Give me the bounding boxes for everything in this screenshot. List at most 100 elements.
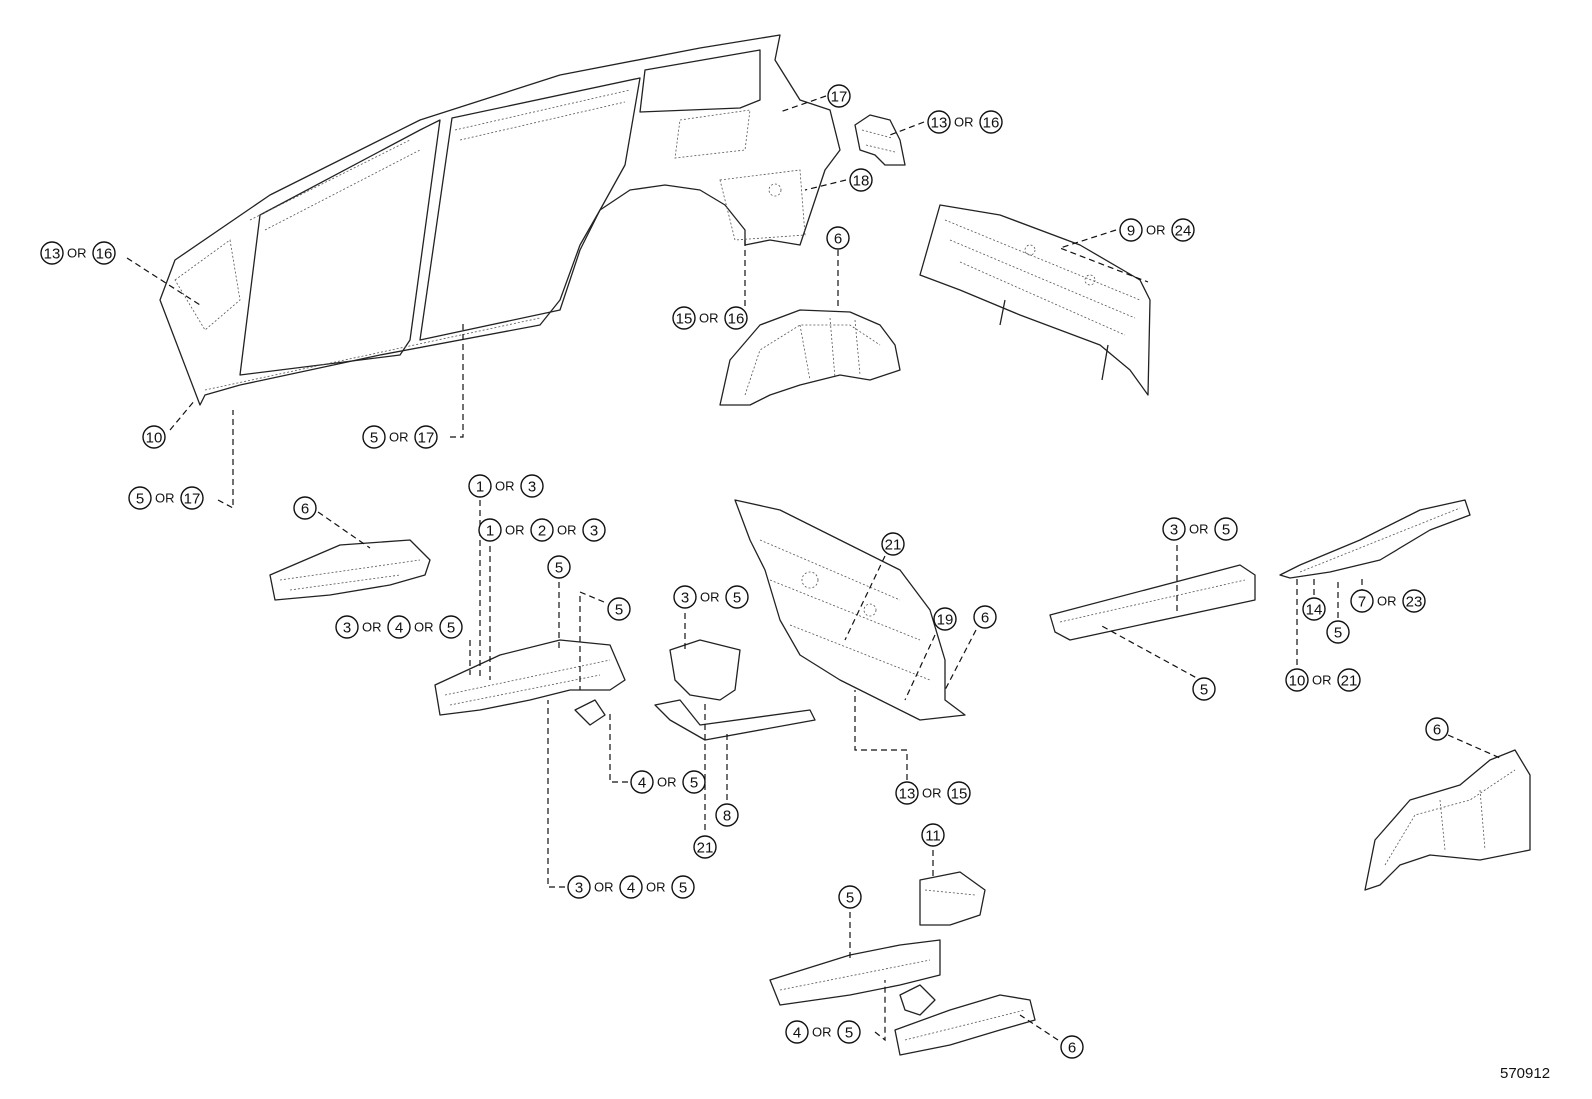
callout-circle	[582, 518, 606, 542]
callout-number: 15	[951, 786, 968, 803]
callout-circle	[40, 241, 64, 265]
callout-number: 1	[476, 479, 484, 496]
callout-number: 24	[1175, 223, 1192, 240]
callout-circle	[826, 226, 850, 250]
callout-number: 21	[1341, 673, 1358, 690]
callout-c-13-15: 13 OR 15	[895, 781, 971, 805]
callout-number: 4	[793, 1025, 801, 1042]
callout-number: 6	[301, 501, 309, 518]
callout-or-text: OR	[389, 430, 409, 445]
front-upper-bracket	[919, 871, 986, 926]
front-frame-lower	[894, 994, 1036, 1056]
quarter-upper-bracket	[854, 114, 906, 166]
callout-circle	[180, 486, 204, 510]
callout-number: 19	[937, 612, 954, 629]
callout-number: 13	[931, 115, 948, 132]
callout-number: 17	[418, 430, 435, 447]
callout-c-21-dash: 21	[881, 532, 905, 556]
callout-number: 10	[146, 430, 163, 447]
callout-c-6-bottom: 6	[1060, 1035, 1084, 1059]
callout-circle	[387, 615, 411, 639]
callout-or-text: OR	[646, 880, 666, 895]
callout-number: 13	[44, 246, 61, 263]
callout-number: 5	[370, 430, 378, 447]
callout-circle	[827, 84, 851, 108]
callout-circle	[849, 168, 873, 192]
callout-circle	[682, 770, 706, 794]
callout-circle	[630, 770, 654, 794]
callout-or-text: OR	[954, 115, 974, 130]
callout-circle	[607, 597, 631, 621]
callout-c-17-top: 17	[827, 84, 851, 108]
callout-or-text: OR	[657, 775, 677, 790]
callout-or-text: OR	[557, 523, 577, 538]
callout-c-6-apron: 6	[1425, 717, 1449, 741]
callout-circle	[414, 425, 438, 449]
callout-or-text: OR	[495, 479, 515, 494]
callout-c-6-rail-left: 6	[293, 496, 317, 520]
callout-or-text: OR	[700, 590, 720, 605]
callout-circle	[1337, 668, 1361, 692]
callout-number: 5	[846, 890, 854, 907]
callout-circle	[725, 585, 749, 609]
callout-number: 17	[184, 491, 201, 508]
callout-circle	[1425, 717, 1449, 741]
callout-or-text: OR	[922, 786, 942, 801]
callout-c-5-a: 5	[547, 555, 571, 579]
callout-number: 21	[885, 537, 902, 554]
callout-circle	[478, 518, 502, 542]
callout-or-text: OR	[67, 246, 87, 261]
callout-circle	[671, 875, 695, 899]
callout-number: 5	[136, 491, 144, 508]
callout-or-text: OR	[594, 880, 614, 895]
callout-number: 15	[676, 311, 693, 328]
callout-circle	[128, 486, 152, 510]
callout-circle	[1060, 1035, 1084, 1059]
callout-number: 4	[627, 880, 635, 897]
callout-circle	[335, 615, 359, 639]
callout-number: 3	[590, 523, 598, 540]
callout-c-11: 11	[921, 823, 945, 847]
callout-circle	[693, 835, 717, 859]
callout-number: 5	[1200, 682, 1208, 699]
callout-circle	[1285, 668, 1309, 692]
callout-circle	[672, 306, 696, 330]
callout-number: 5	[1222, 522, 1230, 539]
rocker-reinforcement	[654, 639, 816, 741]
callout-number: 13	[899, 786, 916, 803]
callout-circle	[293, 496, 317, 520]
callout-circle	[567, 875, 591, 899]
callout-circle	[895, 781, 919, 805]
callout-c-21-low: 21	[693, 835, 717, 859]
callout-circle	[837, 1020, 861, 1044]
callout-c-5-rail-low: 5	[1192, 677, 1216, 701]
callout-or-text: OR	[414, 620, 434, 635]
leader-lines	[126, 95, 1501, 1042]
callout-number: 1	[486, 523, 494, 540]
callout-c-19: 19	[933, 607, 957, 631]
front-side-member-assembly	[434, 639, 626, 726]
callout-number: 16	[728, 311, 745, 328]
callout-c-3-5-bracket: 3 OR 5	[673, 585, 749, 609]
callout-circle	[973, 605, 997, 629]
callout-number: 7	[1358, 594, 1366, 611]
callout-number: 3	[1170, 522, 1178, 539]
callout-number: 3	[528, 479, 536, 496]
callout-c-10: 10	[142, 425, 166, 449]
callout-c-18: 18	[849, 168, 873, 192]
callout-number: 6	[981, 610, 989, 627]
diagram-code: 570912	[1500, 1065, 1550, 1082]
callout-number: 3	[681, 590, 689, 607]
callout-number: 5	[733, 590, 741, 607]
callout-number: 21	[697, 840, 714, 857]
callout-or-text: OR	[1377, 594, 1397, 609]
callout-circle	[1302, 597, 1326, 621]
